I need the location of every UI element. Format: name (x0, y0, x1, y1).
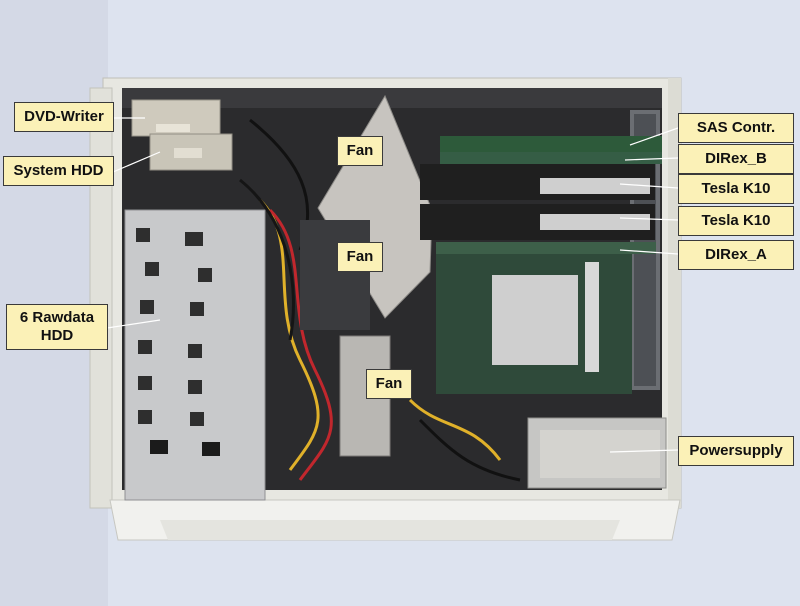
fan-housing-middle (300, 220, 370, 330)
rawdata-hdd-label: 6 Rawdata HDD (6, 304, 108, 350)
direx-a-card (436, 242, 656, 254)
direx-b-label: DIRex_B (678, 144, 794, 174)
dvd-writer-label: DVD-Writer (14, 102, 114, 132)
direx-a-label: DIRex_A (678, 240, 794, 270)
fan-middle-label: Fan (337, 242, 383, 272)
sas-controller-label: SAS Contr. (678, 113, 794, 143)
fan-bottom-label: Fan (366, 369, 412, 399)
tesla-k10-upper-card (420, 164, 655, 200)
fan-top-label: Fan (337, 136, 383, 166)
tesla-k10-lower-label: Tesla K10 (678, 206, 794, 236)
label-leader-lines (106, 117, 679, 453)
system-hdd-label: System HDD (3, 156, 114, 186)
sas-controller-card (440, 136, 662, 152)
power-supply (527, 417, 667, 489)
powersupply-label: Powersupply (678, 436, 794, 466)
hdd-cage (124, 209, 266, 501)
direx-b-card (440, 152, 662, 164)
tesla-k10-lower-card (420, 204, 655, 240)
system-hdd-drive (149, 133, 233, 171)
tesla-k10-upper-label: Tesla K10 (678, 174, 794, 204)
dvd-drive (131, 99, 221, 137)
motherboard (436, 254, 632, 394)
